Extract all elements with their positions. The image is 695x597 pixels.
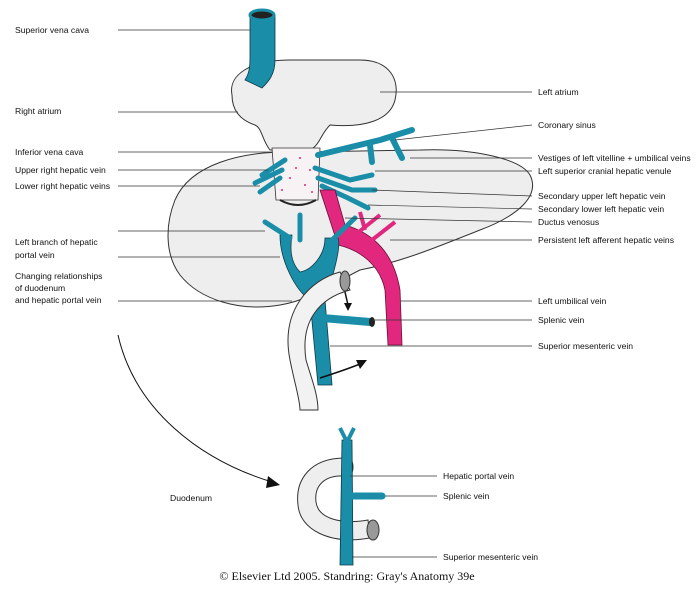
hepatic-portal-vein bbox=[279, 234, 340, 386]
label-left-atrium: Left atrium bbox=[538, 87, 579, 97]
hepatic-veins bbox=[252, 157, 378, 211]
label-persistent: Persistent left afferent hepatic veins bbox=[538, 235, 674, 245]
copyright-caption: © Elsevier Ltd 2005. Standring: Gray's A… bbox=[219, 569, 474, 583]
label-coronary-sinus: Coronary sinus bbox=[538, 120, 596, 130]
coronary-sinus bbox=[315, 127, 415, 165]
left-branch-portal-vein bbox=[262, 212, 358, 243]
label-changing-1: Changing relationships bbox=[15, 271, 102, 281]
label-changing-3: and hepatic portal vein bbox=[15, 295, 102, 305]
ivc-dots bbox=[281, 157, 313, 193]
label-upper-right-hepatic-vein: Upper right hepatic vein bbox=[15, 165, 106, 175]
label-lower-right-hepatic-veins: Lower right hepatic veins bbox=[15, 181, 110, 191]
svc-opening bbox=[248, 8, 276, 22]
label-inset-superior-mesenteric-vein: Superior mesenteric vein bbox=[443, 552, 538, 562]
label-vestiges: Vestiges of left vitelline + umbilical v… bbox=[538, 153, 691, 163]
inset-portal-bifurcation bbox=[338, 427, 356, 447]
arrow-right bbox=[319, 363, 361, 379]
label-duodenum: Duodenum bbox=[170, 493, 212, 503]
label-left-branch-1: Left branch of hepatic bbox=[15, 237, 98, 247]
label-left-branch-2: portal vein bbox=[15, 250, 55, 260]
label-secondary-upper: Secondary upper left hepatic vein bbox=[538, 191, 666, 201]
label-changing-2: of duodenum bbox=[15, 283, 65, 293]
splenic-vein bbox=[318, 314, 374, 326]
label-inset-splenic-vein: Splenic vein bbox=[443, 491, 490, 501]
label-secondary-lower: Secondary lower left hepatic vein bbox=[538, 204, 664, 214]
label-splenic-vein: Splenic vein bbox=[538, 315, 585, 325]
label-left-superior-cranial: Left superior cranial hepatic venule bbox=[538, 166, 672, 176]
superior-vena-cava bbox=[244, 14, 276, 89]
label-superior-mesenteric: Superior mesenteric vein bbox=[538, 341, 633, 351]
atria bbox=[231, 59, 397, 151]
label-inferior-vena-cava: Inferior vena cava bbox=[15, 147, 84, 157]
curved-arrow bbox=[117, 334, 273, 483]
ivc-cut bbox=[279, 199, 317, 206]
duodenum-tube bbox=[287, 271, 351, 411]
label-left-umbilical: Left umbilical vein bbox=[538, 296, 607, 306]
inset-portal-vein bbox=[339, 439, 354, 566]
label-ductus-venosus: Ductus venosus bbox=[538, 217, 599, 227]
label-inset-hepatic-portal-vein: Hepatic portal vein bbox=[443, 471, 514, 481]
inset-duodenum-opening-bottom bbox=[366, 519, 380, 541]
duodenum-opening bbox=[339, 270, 351, 292]
leader-lines bbox=[118, 29, 533, 558]
splenic-vein-opening bbox=[369, 317, 375, 327]
arrow-down bbox=[344, 291, 349, 306]
label-right-atrium: Right atrium bbox=[15, 106, 61, 116]
label-superior-vena-cava: Superior vena cava bbox=[15, 25, 89, 35]
